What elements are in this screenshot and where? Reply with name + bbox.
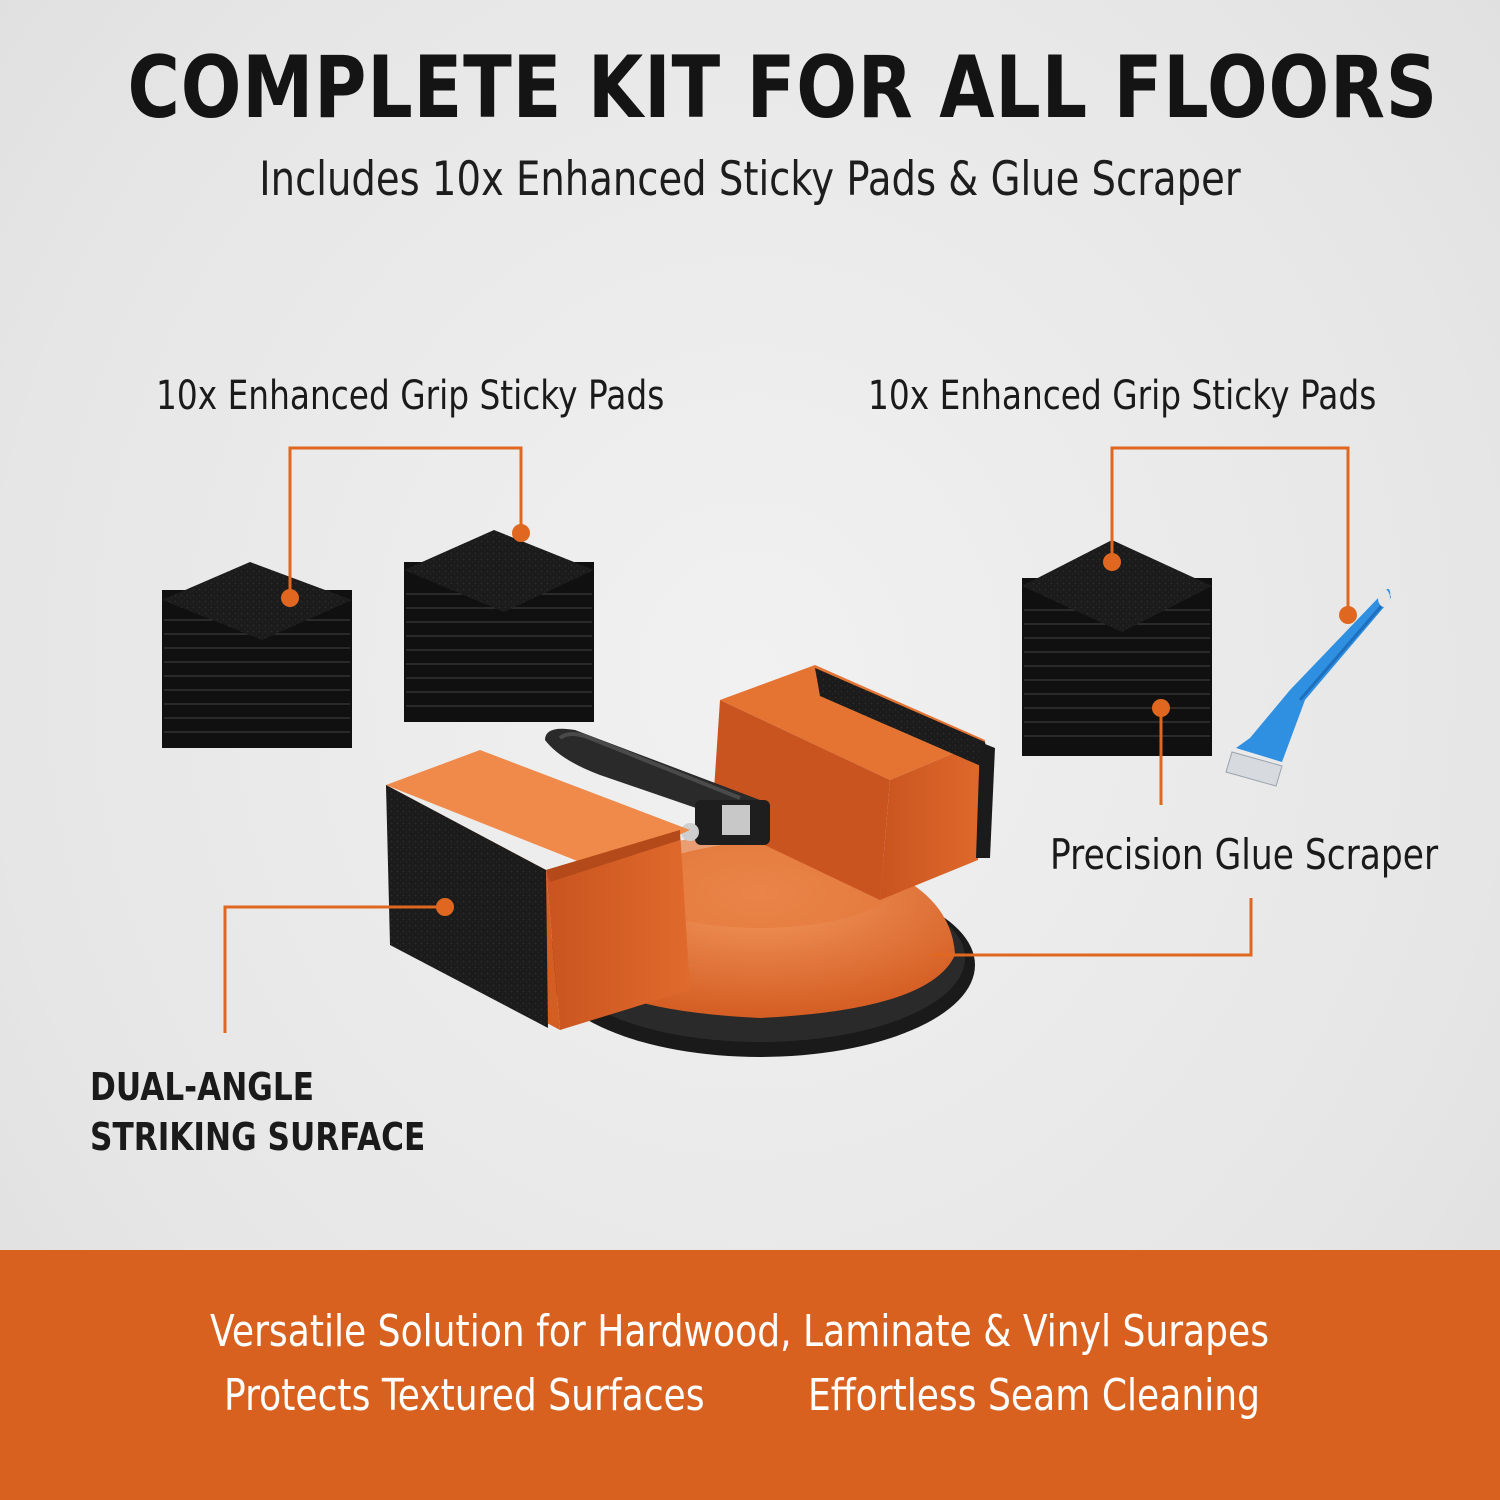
callout-dual-angle-line1: DUAL-ANGLE [90,1065,315,1109]
sticky-pad-stack-icon [404,530,594,722]
feature-banner [0,1250,1500,1500]
callout-lines [223,446,1350,1033]
suction-tapping-block-icon [386,665,995,1057]
callout-dual-angle-line2: STRIKING SURFACE [90,1115,426,1159]
sticky-pad-stack-icon [162,562,352,748]
callout-dots [281,524,1357,916]
kit-illustration [162,446,1392,1057]
callout-sticky-pads-right: 10x Enhanced Grip Sticky Pads [868,373,1377,419]
page-title: COMPLETE KIT FOR ALL FLOORS [127,38,1439,138]
sticky-pad-stack-icon [1022,540,1212,756]
banner-feature-right: Effortless Seam Cleaning [808,1370,1261,1421]
callout-sticky-pads-left: 10x Enhanced Grip Sticky Pads [156,373,665,419]
callout-dual-angle-surface: DUAL-ANGLE STRIKING SURFACE [90,1062,425,1162]
glue-scraper-icon [1225,588,1392,787]
page-subtitle: Includes 10x Enhanced Sticky Pads & Glue… [259,152,1241,207]
banner-feature-left: Protects Textured Surfaces [224,1370,705,1421]
callout-glue-scraper: Precision Glue Scraper [1050,830,1439,879]
banner-headline: Versatile Solution for Hardwood, Laminat… [210,1306,1270,1357]
